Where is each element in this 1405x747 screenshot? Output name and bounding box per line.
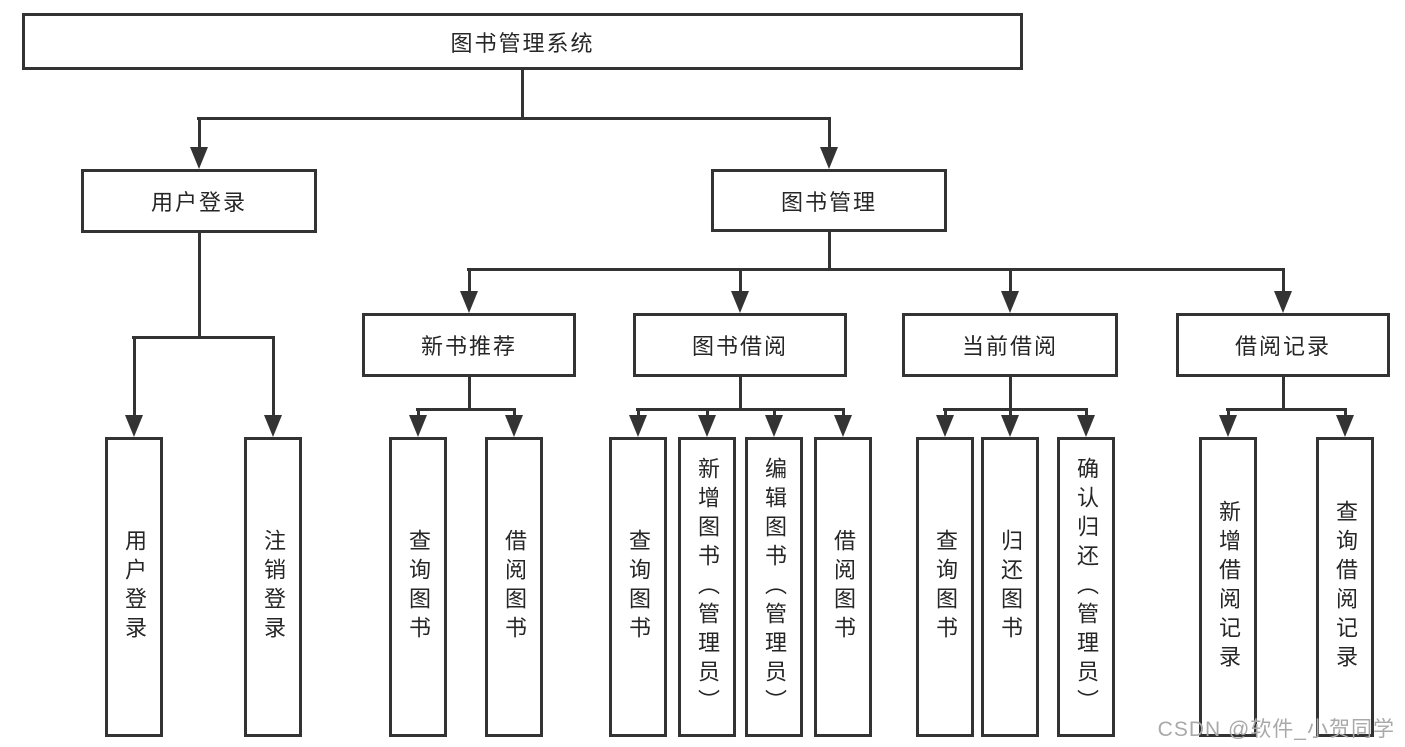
- connector-book-mgmt-trunk: [827, 231, 831, 268]
- node-library-system: 图书管理系统: [22, 13, 1023, 70]
- arrow-down-icon: [1219, 415, 1237, 437]
- node-leaf-add-books-admin: 新增图书（管理员）: [678, 437, 736, 737]
- arrow-down-icon: [1001, 415, 1019, 437]
- connector-root-trunk: [521, 69, 524, 117]
- connector-new-books-trunk: [467, 375, 471, 408]
- connector-leaf-drop: [705, 408, 709, 418]
- connector-leaf-drop: [1226, 408, 1230, 418]
- connector-borrow-records-trunk: [1281, 375, 1285, 408]
- arrow-down-icon: [936, 415, 954, 437]
- connector-current-borrow-trunk: [1008, 375, 1012, 408]
- connector-new-books-branch: [416, 408, 516, 411]
- arrow-down-icon: [629, 415, 647, 437]
- arrow-down-icon: [409, 415, 427, 437]
- connector-borrow-records-branch: [1226, 408, 1347, 411]
- node-leaf-query-books-current: 查询图书: [916, 437, 974, 737]
- node-leaf-logout: 注销登录: [244, 437, 302, 737]
- arrow-down-icon: [264, 415, 282, 437]
- connector-leaf-drop: [132, 336, 136, 415]
- arrow-down-icon: [731, 291, 749, 313]
- node-leaf-add-borrow-record: 新增借阅记录: [1199, 437, 1257, 737]
- arrow-down-icon: [1336, 415, 1354, 437]
- node-leaf-confirm-return-admin: 确认归还（管理员）: [1057, 437, 1115, 737]
- connector-leaf-drop: [943, 408, 947, 418]
- connector-level3-drop: [1281, 268, 1285, 291]
- node-new-book-recommendation: 新书推荐: [362, 313, 576, 377]
- node-leaf-return-books: 归还图书: [981, 437, 1039, 737]
- arrow-down-icon: [1274, 291, 1292, 313]
- arrow-down-icon: [125, 415, 143, 437]
- node-user-login: 用户登录: [81, 169, 317, 233]
- node-leaf-query-borrow-record: 查询借阅记录: [1316, 437, 1374, 737]
- connector-level3-drop: [1008, 268, 1012, 291]
- arrow-down-icon: [505, 415, 523, 437]
- connector-leaf-drop: [271, 336, 275, 415]
- connector-level3-drop: [467, 268, 471, 291]
- arrow-down-icon: [1001, 291, 1019, 313]
- connector-user-login-drop: [197, 117, 201, 147]
- connector-current-borrow-branch: [943, 408, 1088, 411]
- connector-level3-branch: [467, 268, 1285, 271]
- connector-level3-drop: [738, 268, 742, 291]
- node-leaf-user-login: 用户登录: [105, 437, 163, 737]
- connector-leaf-drop: [512, 408, 516, 418]
- connector-leaf-drop: [1008, 408, 1012, 418]
- connector-leaf-drop: [841, 408, 845, 418]
- node-book-management: 图书管理: [711, 169, 947, 232]
- connector-book-mgmt-drop: [827, 117, 831, 147]
- arrow-down-icon: [698, 415, 716, 437]
- node-current-borrowing: 当前借阅: [902, 313, 1118, 377]
- connector-book-borrow-branch: [636, 408, 845, 411]
- connector-leaf-drop: [1084, 408, 1088, 418]
- arrow-down-icon: [460, 291, 478, 313]
- arrow-down-icon: [1077, 415, 1095, 437]
- node-leaf-borrow-books-recommend: 借阅图书: [485, 437, 543, 737]
- connector-leaf-drop: [772, 408, 776, 418]
- node-leaf-edit-books-admin: 编辑图书（管理员）: [745, 437, 803, 737]
- connector-leaf-drop: [1343, 408, 1347, 418]
- connector-user-login-trunk: [197, 231, 201, 336]
- connector-book-borrow-trunk: [738, 375, 742, 408]
- node-book-borrowing: 图书借阅: [633, 313, 847, 377]
- connector-leaf-drop: [636, 408, 640, 418]
- arrow-down-icon: [820, 147, 838, 169]
- node-leaf-query-books-recommend: 查询图书: [389, 437, 447, 737]
- connector-level2-branch: [197, 117, 831, 120]
- node-leaf-query-books-borrow: 查询图书: [609, 437, 667, 737]
- connector-user-login-branch: [132, 336, 274, 339]
- node-borrowing-records: 借阅记录: [1176, 313, 1390, 377]
- connector-leaf-drop: [416, 408, 420, 418]
- node-leaf-borrow-books: 借阅图书: [814, 437, 872, 737]
- arrow-down-icon: [765, 415, 783, 437]
- csdn-watermark: CSDN @软件_小贺同学: [1157, 718, 1395, 741]
- arrow-down-icon: [190, 147, 208, 169]
- arrow-down-icon: [834, 415, 852, 437]
